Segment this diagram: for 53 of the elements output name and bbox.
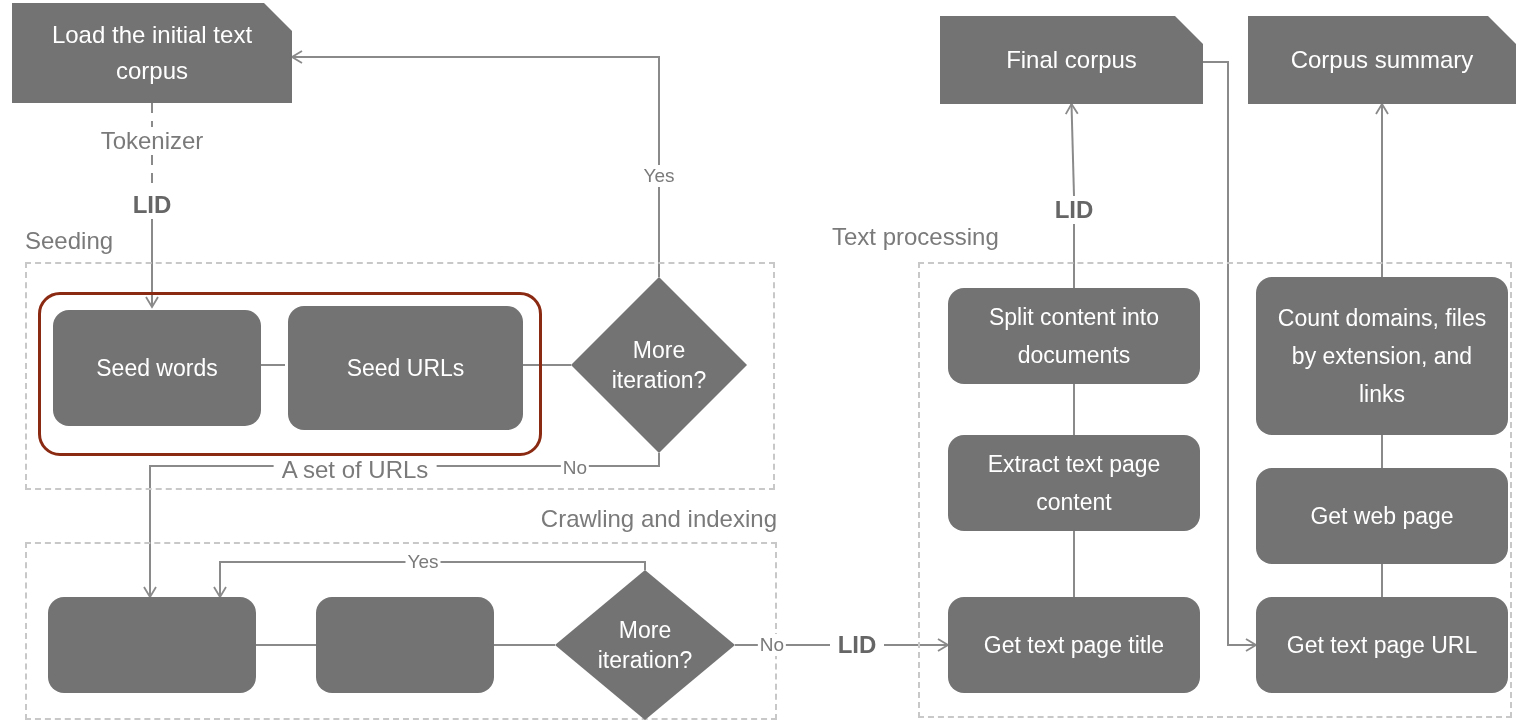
document-shape <box>12 3 292 103</box>
group-heading: Text processing <box>832 222 999 252</box>
process-box <box>948 288 1200 384</box>
connector-line <box>1073 530 1075 598</box>
arrow <box>883 638 949 652</box>
connector-line <box>1073 383 1075 436</box>
node-label: Extract text page content <box>986 450 1162 517</box>
arrow <box>291 50 660 278</box>
process-box <box>48 597 256 693</box>
arrow <box>213 561 646 598</box>
step-label: LID <box>1054 196 1094 224</box>
document-shape <box>940 16 1203 104</box>
node-label: Split content into documents <box>987 303 1161 370</box>
arrow <box>1375 103 1389 278</box>
process-box <box>288 306 523 430</box>
arrow <box>1064 103 1079 197</box>
node-label: Seed URLs <box>346 354 465 383</box>
connector-line <box>1073 223 1075 289</box>
node-label: Count domains, files by extension, and links <box>1276 304 1488 409</box>
step-label: LID <box>132 191 172 219</box>
connector-line <box>1381 434 1383 469</box>
connector-line <box>1381 563 1383 598</box>
node-label: Get text page URL <box>1286 631 1478 660</box>
node-label: Load the initial text corpus <box>50 20 254 86</box>
edge-label: Yes <box>641 165 677 187</box>
node-label: Seed words <box>96 354 218 383</box>
process-box <box>1256 468 1508 564</box>
connector-line <box>151 102 153 128</box>
document-shape <box>1248 16 1516 104</box>
group-heading: Seeding <box>25 226 114 256</box>
group-heading: Crawling and indexing <box>540 504 777 534</box>
connector-line <box>255 644 317 646</box>
process-box <box>948 435 1200 531</box>
process-box <box>1256 277 1508 435</box>
node-label: Final corpus <box>1006 45 1137 75</box>
node-label: More iteration? <box>596 616 694 675</box>
node-label: Get web page <box>1310 502 1454 531</box>
step-label: Tokenizer <box>100 127 204 155</box>
highlight-outline <box>38 292 542 456</box>
step-label: LID <box>837 631 877 659</box>
node-label: More iteration? <box>610 336 708 395</box>
connector-line <box>493 644 556 646</box>
arrow <box>1202 61 1257 652</box>
node-label: Get text page title <box>983 631 1165 660</box>
process-box <box>948 597 1200 693</box>
node-label: Corpus summary <box>1290 45 1474 75</box>
arrow <box>145 218 159 308</box>
process-box <box>316 597 494 693</box>
process-box <box>1256 597 1508 693</box>
edge-label: No <box>757 634 787 656</box>
decision-diamond <box>571 277 747 453</box>
decision-diamond <box>555 570 735 720</box>
process-box <box>53 310 261 426</box>
